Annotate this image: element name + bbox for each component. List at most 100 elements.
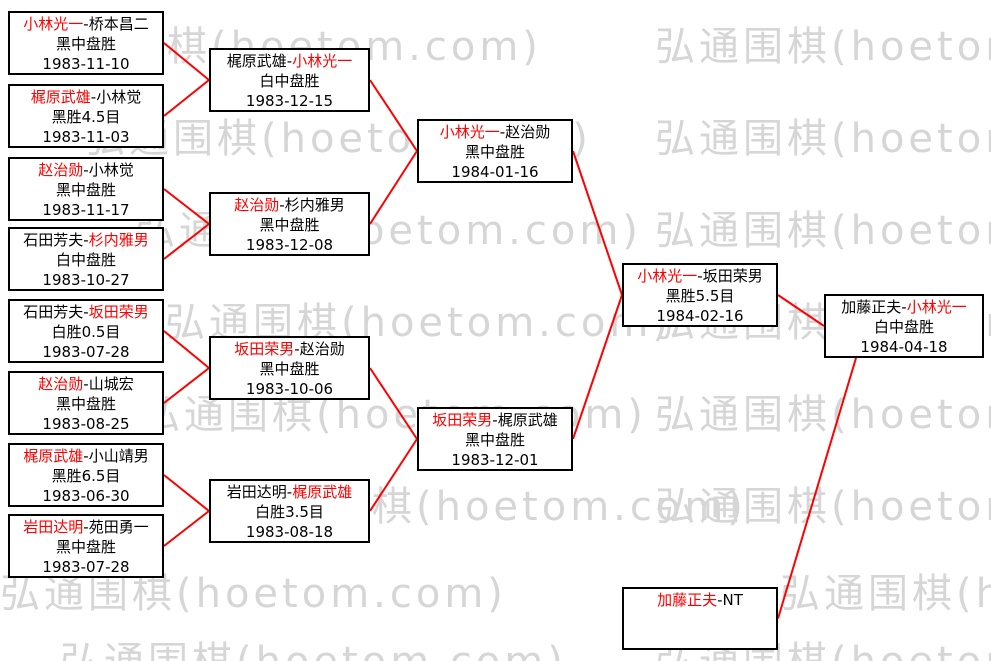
player-name: 梶原武雄 bbox=[292, 483, 353, 501]
match-date: 1984-01-16 bbox=[451, 163, 539, 181]
player-name: 赵治勋 bbox=[234, 196, 280, 214]
match-box-r1m6: 赵治勋-山城宏黑中盘胜 1983-08-25 bbox=[8, 371, 164, 435]
match-players: 赵治勋-山城宏 bbox=[38, 375, 134, 393]
connector-line bbox=[163, 330, 210, 369]
match-date: 1983-11-17 bbox=[42, 201, 130, 219]
match-players: 加藤正夫-小林光一 bbox=[841, 298, 967, 316]
match-date: 1983-10-27 bbox=[42, 271, 130, 289]
match-result: 黑胜6.5目 bbox=[51, 467, 121, 485]
match-result: 黑中盘胜 bbox=[55, 181, 116, 199]
player-name: 桥本昌二 bbox=[88, 15, 149, 33]
match-result: 黑中盘胜 bbox=[55, 538, 116, 556]
match-players: 小林光一-桥本昌二 bbox=[23, 15, 149, 33]
match-players: 梶原武雄-小林光一 bbox=[226, 52, 353, 70]
player-name: 梶原武雄 bbox=[226, 52, 287, 70]
match-result: 黑中盘胜 bbox=[55, 395, 116, 413]
match-date: 1984-04-18 bbox=[860, 338, 948, 356]
match-box-r1m1: 小林光一-桥本昌二黑中盘胜 1983-11-10 bbox=[8, 11, 164, 75]
player-name: 小林光一 bbox=[292, 52, 353, 70]
player-name: 岩田达明 bbox=[23, 518, 84, 536]
match-date: 1983-07-28 bbox=[42, 343, 130, 361]
match-players: 石田芳夫-坂田荣男 bbox=[23, 303, 149, 321]
match-players: 小林光一-坂田荣男 bbox=[637, 267, 763, 285]
match-players: 石田芳夫-杉内雅男 bbox=[23, 231, 149, 249]
connector-line bbox=[163, 188, 210, 225]
connector-line bbox=[777, 294, 825, 327]
player-name: 加藤正夫 bbox=[841, 298, 902, 316]
player-name: 小林光一 bbox=[637, 267, 698, 285]
connector-line bbox=[163, 367, 210, 404]
connector-line bbox=[163, 223, 210, 260]
match-date: 1983-11-10 bbox=[42, 55, 130, 73]
watermark-text: 弘通围棋(hoetom.com) bbox=[655, 24, 991, 70]
player-name: 赵治勋 bbox=[299, 340, 345, 358]
match-result: 白中盘胜 bbox=[259, 72, 320, 90]
match-players: 赵治勋-小林觉 bbox=[38, 161, 134, 179]
match-date: 1983-12-01 bbox=[451, 451, 539, 469]
match-date: 1983-12-15 bbox=[245, 92, 334, 110]
player-name: 坂田荣男 bbox=[432, 411, 493, 429]
connector-line bbox=[163, 79, 210, 117]
match-players: 梶原武雄-小山靖男 bbox=[23, 447, 149, 465]
player-name: 坂田荣男 bbox=[702, 267, 763, 285]
match-players: 加藤正夫-NT bbox=[657, 591, 743, 609]
player-name: 山城宏 bbox=[88, 375, 134, 393]
match-result: 黑中盘胜 bbox=[55, 35, 116, 53]
match-box-r1m5: 石田芳夫-坂田荣男白胜0.5目 1983-07-28 bbox=[8, 299, 164, 363]
match-box-r1m7: 梶原武雄-小山靖男黑胜6.5目 1983-06-30 bbox=[8, 443, 164, 507]
connector-line bbox=[777, 357, 857, 619]
player-name: 石田芳夫 bbox=[23, 303, 84, 321]
watermark-text: 弘通围棋(hoetom.com) bbox=[780, 571, 991, 617]
match-box-f1: 加藤正夫-小林光一白中盘胜 1984-04-18 bbox=[824, 294, 984, 358]
match-date: 1983-08-25 bbox=[42, 415, 130, 433]
match-date: 1983-08-18 bbox=[245, 523, 334, 541]
match-date: 1983-06-30 bbox=[42, 487, 130, 505]
match-date: 1983-11-03 bbox=[42, 128, 130, 146]
player-name: 坂田荣男 bbox=[234, 340, 295, 358]
match-players: 赵治勋-杉内雅男 bbox=[234, 196, 345, 214]
player-name: 赵治勋 bbox=[38, 161, 84, 179]
match-result: 白中盘胜 bbox=[873, 318, 934, 336]
watermark-text: 弘通围棋(hoetom.com) bbox=[655, 116, 991, 162]
connector-line bbox=[572, 150, 623, 296]
player-name: 赵治勋 bbox=[38, 375, 84, 393]
player-name: 梶原武雄 bbox=[23, 447, 84, 465]
match-result: 黑中盘胜 bbox=[464, 143, 525, 161]
match-result: 白胜3.5目 bbox=[255, 503, 324, 521]
match-box-ntm1: 加藤正夫-NT bbox=[622, 587, 778, 650]
player-name: 加藤正夫 bbox=[657, 591, 718, 609]
connector-line bbox=[369, 79, 418, 152]
watermark-text: 弘通围棋(hoetom.com) bbox=[655, 392, 991, 438]
match-result: 白胜0.5目 bbox=[51, 323, 121, 341]
player-name: 赵治勋 bbox=[505, 123, 551, 141]
watermark-text: 弘通围棋(hoetom.com) bbox=[0, 571, 507, 617]
connector-line bbox=[369, 150, 418, 225]
match-box-r2m4: 岩田达明-梶原武雄白胜3.5目 1983-08-18 bbox=[209, 479, 370, 543]
player-name: 小林光一 bbox=[439, 123, 500, 141]
match-players: 岩田达明-梶原武雄 bbox=[226, 483, 353, 501]
player-name: 小林光一 bbox=[906, 298, 967, 316]
connector-line bbox=[163, 42, 210, 81]
match-result: 黑胜4.5目 bbox=[51, 108, 121, 126]
connector-line bbox=[369, 367, 418, 440]
match-result: 黑中盘胜 bbox=[259, 360, 320, 378]
player-name: 苑田勇一 bbox=[88, 518, 149, 536]
match-date: 1983-10-06 bbox=[245, 380, 334, 398]
player-name: NT bbox=[722, 591, 743, 609]
player-name: 岩田达明 bbox=[226, 483, 287, 501]
player-name: 杉内雅男 bbox=[88, 231, 149, 249]
match-result: 黑中盘胜 bbox=[464, 431, 525, 449]
player-name: 石田芳夫 bbox=[23, 231, 84, 249]
watermark-text: 弘通围棋(hoetom.com) bbox=[60, 640, 567, 661]
match-date: 1983-12-08 bbox=[245, 236, 334, 254]
